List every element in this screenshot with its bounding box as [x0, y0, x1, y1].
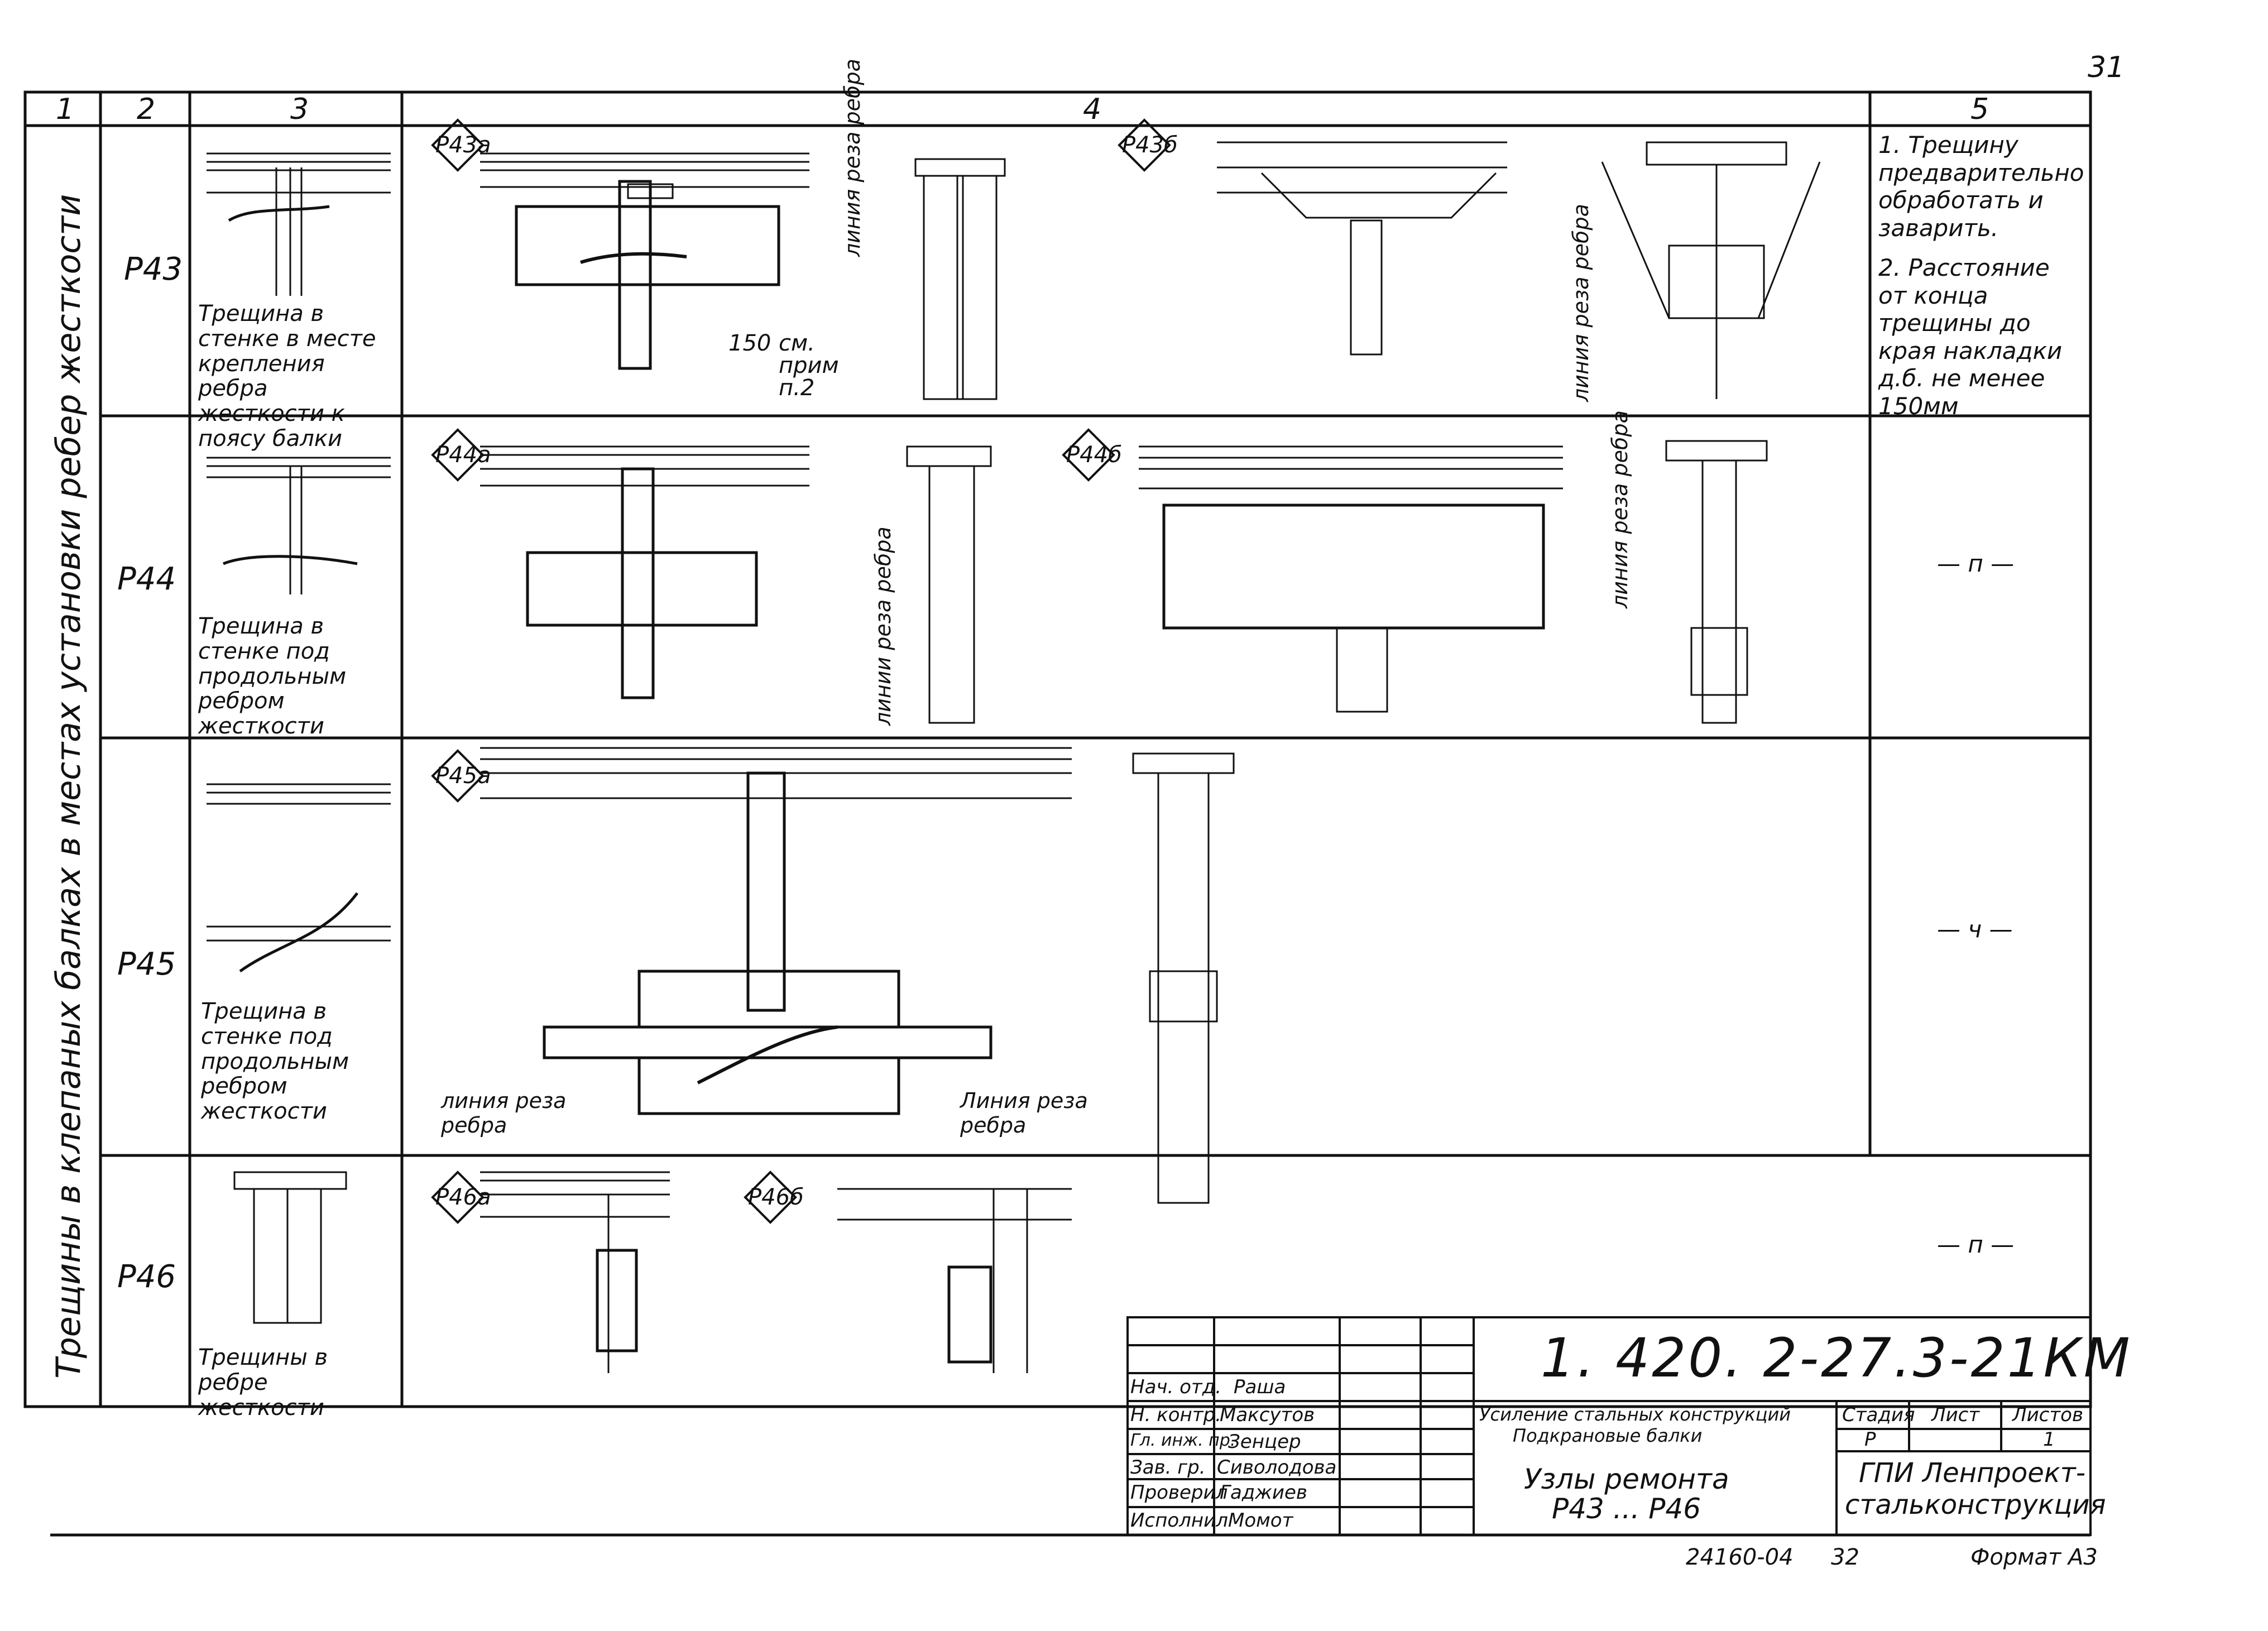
drawing-title-2: Р43 ... Р46 [1552, 1493, 1701, 1525]
inventory-number: 24160-04 [1686, 1544, 1794, 1570]
drawing-p44b-section [1665, 440, 1768, 724]
name-5: Момот [1228, 1509, 1293, 1532]
cut-label-p43b: линия реза ребра [1569, 204, 1593, 402]
tag-p45a: Р45а [435, 763, 491, 789]
drawing-p44b [1139, 445, 1563, 713]
tag-diamond-p45a [431, 749, 485, 803]
role-2: Гл. инж. пр. [1130, 1431, 1236, 1450]
note-row-p45: — ч — [1937, 915, 2013, 943]
col-header-2: 2 [137, 93, 156, 126]
tag-p44b: Р44б [1066, 442, 1122, 468]
role-1: Н. контр. [1130, 1404, 1221, 1426]
note-2: 2. Расстояние от конца трещины до края н… [1878, 254, 2063, 420]
drawing-p46a [480, 1171, 670, 1373]
organization-1: ГПИ Ленпроект- [1859, 1457, 2086, 1489]
tag-p43a: Р43а [435, 132, 491, 158]
tag-p46a: Р46а [435, 1184, 491, 1210]
role-5: Исполнил [1130, 1509, 1228, 1532]
tag-diamond-p46b [744, 1171, 797, 1224]
name-0: Раша [1234, 1376, 1286, 1398]
page-number: 31 [2088, 51, 2125, 84]
row-desc-p45: Трещина в стенке под продольным ребром ж… [201, 999, 349, 1125]
note-1: 1. Трещину предварительно обработать и з… [1878, 131, 2084, 242]
col-header-5: 5 [1970, 93, 1989, 126]
drawing-p43b [1217, 141, 1507, 356]
col-header-4: 4 [1083, 93, 1102, 126]
object-line-2: Подкрановые балки [1513, 1425, 1703, 1446]
footer-page: 32 [1831, 1544, 1859, 1570]
stage-label: Стадия [1842, 1404, 1915, 1426]
organization-2: стальконструкция [1845, 1489, 2106, 1520]
drawing-title-1: Узлы ремонта [1524, 1463, 1729, 1495]
drawing-p45a-section [1132, 752, 1235, 1204]
row-desc-p43: Трещина в стенке в месте крепления ребра… [198, 301, 376, 452]
row-code-p44: Р44 [117, 561, 176, 597]
col-header-1: 1 [56, 93, 75, 126]
dimension-150: 150 [728, 330, 771, 356]
tag-p43b: Р43б [1122, 132, 1178, 158]
row-desc-p44: Трещина в стенке под продольным ребром ж… [198, 613, 347, 740]
role-4: Проверил [1130, 1481, 1228, 1504]
note-row-p44: — п — [1937, 550, 2015, 577]
row-code-p46: Р46 [117, 1259, 176, 1295]
drawing-p43a [480, 152, 809, 370]
tag-diamond-p44b [1062, 428, 1115, 482]
sheets-label: Листов [2012, 1404, 2084, 1426]
object-line-1: Усиление стальных конструкций [1479, 1404, 1791, 1425]
cut-label-p43a: линия реза ребра [840, 59, 865, 257]
side-title: Трещины в клепаных балках в местах устан… [49, 194, 88, 1379]
dimension-note: см. прим п.2 [779, 330, 839, 401]
tag-diamond-p43a [431, 118, 485, 172]
sketch-p44 [207, 457, 391, 594]
name-4: Гаджиев [1220, 1481, 1307, 1504]
row-code-p43: Р43 [124, 251, 183, 287]
sheet-label: Лист [1931, 1404, 1980, 1426]
drawing-p45a [480, 747, 1072, 1115]
drawing-p43b-section [1601, 141, 1821, 399]
col-header-3: 3 [290, 93, 309, 126]
name-2: Зенцер [1228, 1431, 1301, 1453]
paper-format: Формат А3 [1970, 1544, 2098, 1570]
role-3: Зав. гр. [1130, 1456, 1206, 1479]
sheets-value: 1 [2043, 1428, 2055, 1451]
drawing-p44a-section [906, 445, 992, 724]
name-3: Сиволодова [1217, 1456, 1337, 1479]
stage-value: Р [1864, 1428, 1876, 1451]
row-code-p45: Р45 [117, 946, 176, 982]
document-code: 1. 420. 2-27.3-21КМ [1541, 1327, 2132, 1389]
drawing-p44a [480, 445, 809, 699]
drawing-p46b [837, 1188, 1072, 1373]
tag-diamond-p44a [431, 428, 485, 482]
cut-label-p44b: линия реза ребра [1608, 410, 1632, 608]
sketch-p45 [207, 783, 391, 973]
sketch-p43 [207, 152, 391, 296]
tag-diamond-p46a [431, 1171, 485, 1224]
row-desc-p46: Трещины в ребре жесткости [198, 1345, 328, 1421]
tag-p46b: Р46б [748, 1184, 804, 1210]
tag-p44a: Р44а [435, 442, 491, 468]
tag-diamond-p43b [1118, 118, 1171, 172]
cut-label-p44a: линии реза ребра [871, 526, 895, 726]
cut-label-p45-right: Линия реза ребра [960, 1088, 1088, 1138]
sketch-p46 [233, 1171, 347, 1324]
note-row-p46: — п — [1937, 1231, 2015, 1258]
role-0: Нач. отд. [1130, 1376, 1222, 1398]
drawing-p43a-section [914, 158, 1006, 400]
cut-label-p45-left: линия реза ребра [441, 1088, 567, 1138]
name-1: Максутов [1220, 1404, 1315, 1426]
